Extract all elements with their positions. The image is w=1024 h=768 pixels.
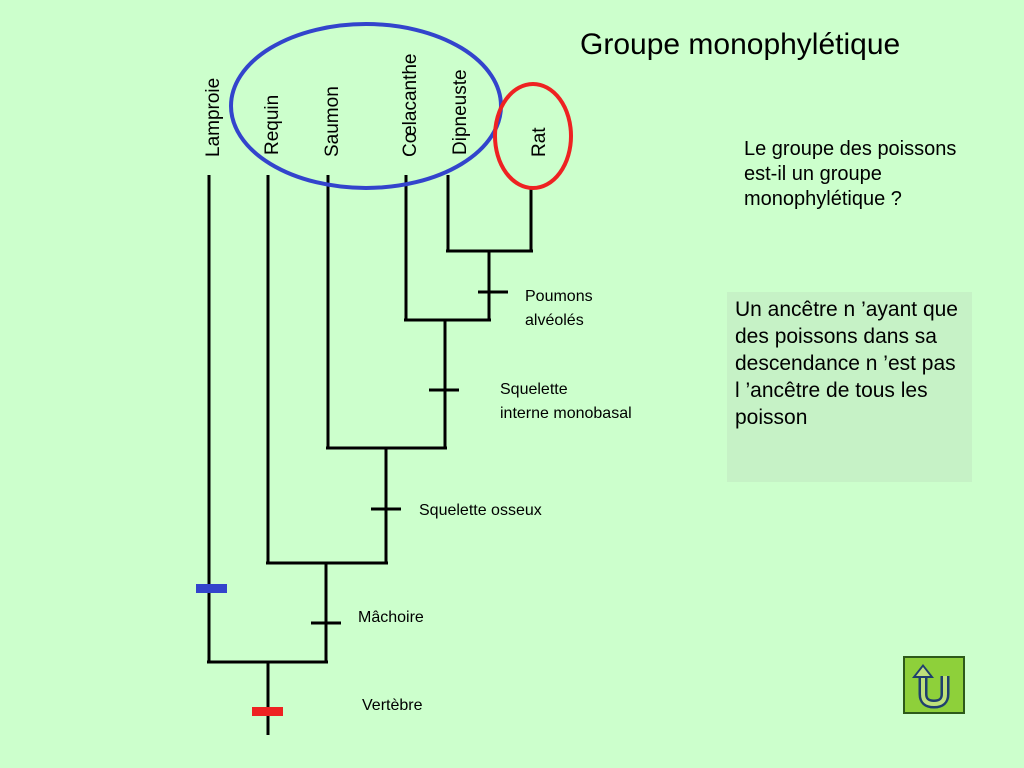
- red-marker: [252, 707, 283, 716]
- question-text: Le groupe des poissons est-il un groupe …: [744, 138, 957, 210]
- trait-poumons-line2: alvéolés: [525, 312, 584, 329]
- taxon-saumon: Saumon: [322, 86, 343, 157]
- u-turn-arrow-icon: [912, 664, 950, 709]
- trait-squelette-interne-line1: Squelette: [500, 381, 568, 398]
- taxon-coelacanthe: Cœlacanthe: [400, 54, 421, 158]
- trait-vertebre: Vertèbre: [362, 697, 423, 714]
- trait-poumons-line1: Poumons: [525, 288, 593, 305]
- trait-machoire: Mâchoire: [358, 609, 424, 626]
- trait-squelette-interne-line2: interne monobasal: [500, 405, 632, 422]
- taxon-lamproie: Lamproie: [203, 78, 224, 157]
- taxon-requin: Requin: [262, 95, 283, 155]
- rat-circle: [493, 82, 573, 190]
- taxon-rat: Rat: [529, 127, 550, 157]
- blue-marker: [196, 584, 227, 593]
- back-button[interactable]: [903, 656, 965, 714]
- answer-text: Un ancêtre n ’ayant que des poissons dan…: [735, 298, 958, 429]
- tree-lines: [207, 175, 533, 735]
- answer-box: Un ancêtre n ’ayant que des poissons dan…: [727, 292, 972, 482]
- page-title: Groupe monophylétique: [580, 28, 901, 61]
- taxon-dipneuste: Dipneuste: [450, 69, 471, 155]
- trait-squelette-osseux: Squelette osseux: [419, 502, 542, 519]
